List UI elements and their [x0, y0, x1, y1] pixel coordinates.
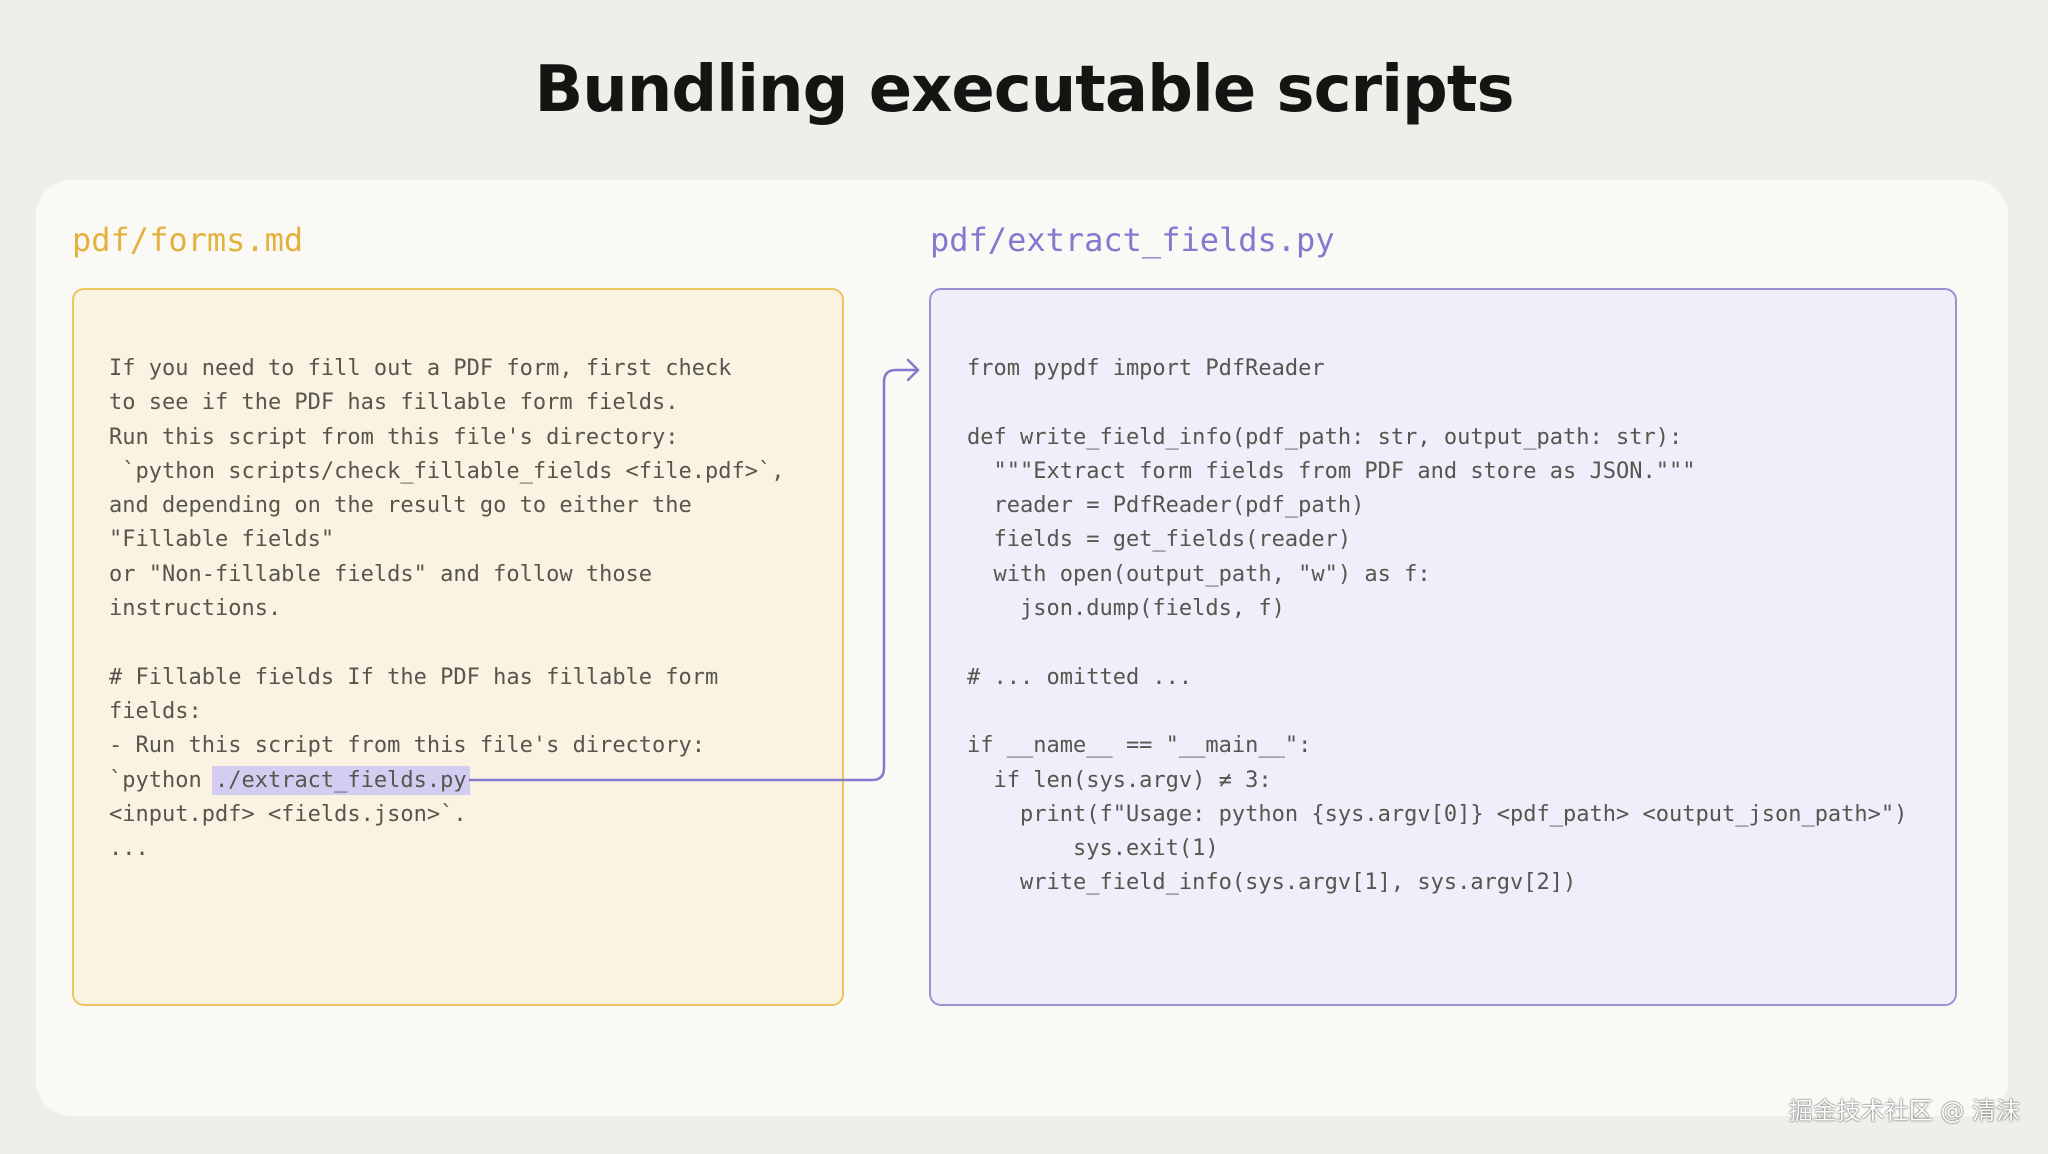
python-line: write_field_info(sys.argv[1], sys.argv[2… [967, 870, 1577, 896]
python-line: json.dump(fields, f) [967, 596, 1285, 622]
python-line: if len(sys.argv) ≠ 3: [967, 767, 1272, 793]
python-filename: pdf/extract_fields.py [930, 221, 1335, 259]
markdown-line: <input.pdf> <fields.json>`. [109, 801, 467, 827]
watermark: 掘金技术社区 @ 清沫 [1788, 1097, 2020, 1125]
markdown-line: - Run this script from this file's direc… [109, 733, 706, 759]
python-line [967, 386, 1907, 420]
markdown-filename: pdf/forms.md [72, 221, 304, 259]
python-line [967, 695, 1907, 729]
markdown-line: Run this script from this file's directo… [109, 424, 679, 450]
markdown-line: If you need to fill out a PDF form, firs… [109, 356, 732, 381]
python-line: # ... omitted ... [967, 664, 1193, 690]
markdown-line: "Fillable fields" [109, 527, 335, 553]
markdown-link-line: `python ./extract_fields.py [109, 764, 785, 798]
python-line: def write_field_info(pdf_path: str, outp… [967, 424, 1683, 450]
extract-fields-link[interactable]: ./extract_fields.py [211, 765, 470, 795]
python-line: sys.exit(1) [967, 836, 1219, 862]
markdown-line: # Fillable fields If the PDF has fillabl… [109, 664, 719, 690]
page-title: Bundling executable scripts [534, 53, 1514, 127]
markdown-line: to see if the PDF has fillable form fiel… [109, 390, 679, 416]
python-line: from pypdf import PdfReader [967, 356, 1325, 381]
python-line: with open(output_path, "w") as f: [967, 561, 1431, 587]
markdown-line: ... [109, 836, 149, 862]
python-line [967, 626, 1907, 660]
markdown-content: If you need to fill out a PDF form, firs… [109, 352, 785, 866]
python-code: from pypdf import PdfReader def write_fi… [967, 352, 1907, 901]
markdown-line [109, 626, 785, 660]
python-line: print(f"Usage: python {sys.argv[0]} <pdf… [967, 801, 1908, 827]
markdown-line: fields: [109, 698, 202, 724]
link-line-prefix: `python [109, 767, 215, 793]
markdown-line: `python scripts/check_fillable_fields <f… [109, 458, 785, 484]
python-line: """Extract form fields from PDF and stor… [967, 458, 1696, 484]
python-line: if __name__ == "__main__": [967, 733, 1312, 759]
python-line: fields = get_fields(reader) [967, 527, 1352, 553]
markdown-line: instructions. [109, 596, 282, 622]
markdown-line: or "Non-fillable fields" and follow thos… [109, 561, 653, 587]
python-file-panel [929, 288, 1957, 1006]
python-line: reader = PdfReader(pdf_path) [967, 493, 1365, 519]
markdown-line: and depending on the result go to either… [109, 493, 692, 519]
